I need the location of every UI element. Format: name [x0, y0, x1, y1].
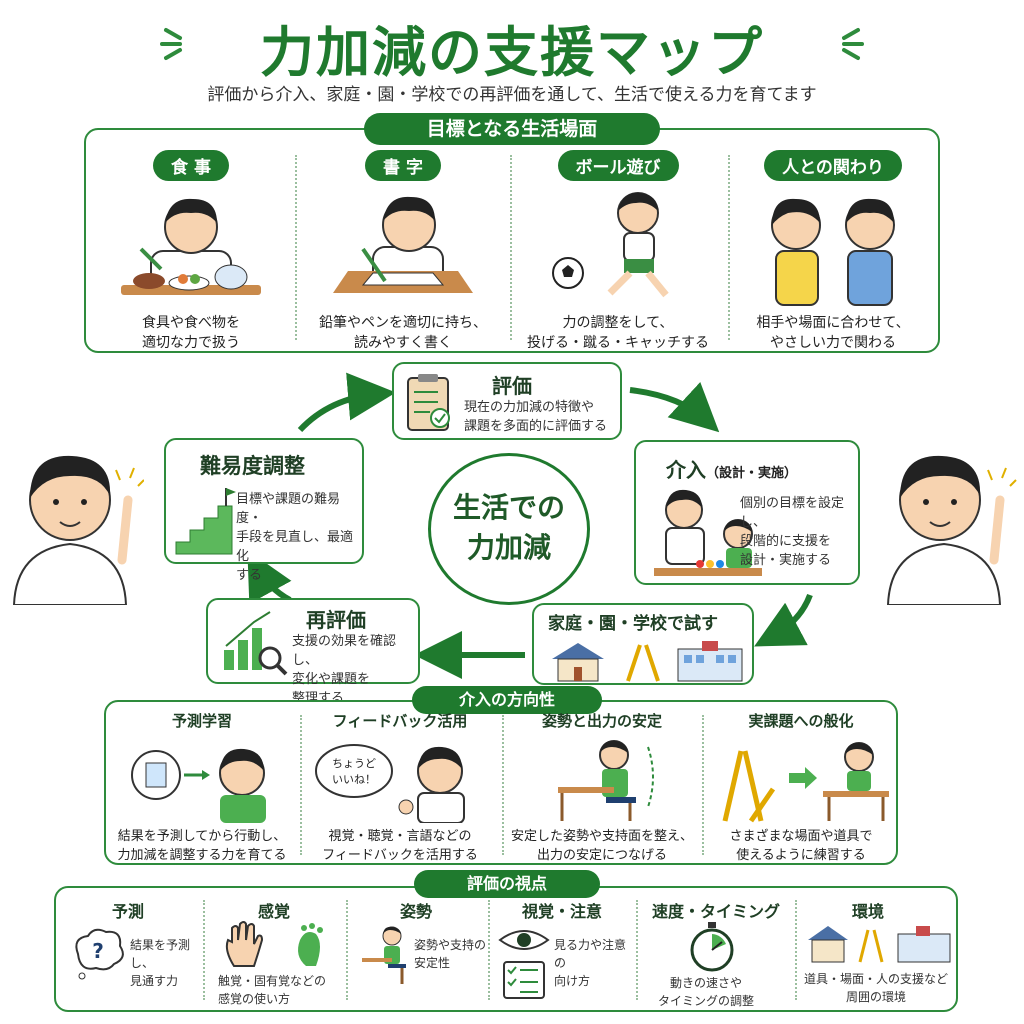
goal-label: 書 字: [365, 150, 441, 181]
evaluation-title: 評価: [492, 374, 532, 398]
intervention-text: 個別の目標を設定し、 段階的に支援を 設計・実施する: [740, 496, 845, 568]
viewpoint-text: 触覚・固有覚などの 感覚の使い方: [218, 974, 327, 1006]
direction-caption: 安定した姿勢や支持面を整え、 出力の安定につなげる: [510, 829, 693, 863]
svg-text:ちょうど: ちょうど: [332, 757, 376, 770]
generalization-illustration: [722, 742, 889, 823]
sparkle-right-icon: [842, 28, 864, 60]
viewpoints-heading: 評価の視点: [414, 870, 600, 898]
hand-foot-icon: [225, 921, 323, 967]
page-subtitle: 評価から介入、家庭・園・学校での再評価を通して、生活で使える力を育てます: [207, 85, 817, 105]
direction-title: フィードバック活用: [332, 712, 468, 730]
intervention-title: 介入: [666, 458, 706, 482]
direction-title: 姿勢と出力の安定: [541, 712, 662, 730]
stairs-flag-icon: [175, 488, 236, 555]
eye-checklist-icon: [498, 930, 550, 999]
posture-illustration: [558, 740, 654, 821]
sparkle-left-icon: [160, 28, 182, 60]
viewpoint-title: 視覚・注意: [522, 902, 603, 921]
viewpoint-title: 予測: [112, 902, 145, 921]
prediction-illustration: [131, 748, 266, 823]
goal-eating: 食 事 食具や食べ物を 適切な力で扱う: [86, 150, 296, 353]
difficulty-title: 難易度調整: [200, 454, 305, 478]
divider: [300, 715, 302, 855]
stopwatch-icon: [690, 922, 734, 972]
divider: [488, 900, 490, 1000]
goal-caption: 相手や場面に合わせて、 やさしい力で関わる: [756, 315, 910, 351]
writing-illustration: [333, 196, 473, 293]
intervention-heading: 介入（設計・実施）: [666, 454, 797, 483]
viewpoint-text: 姿勢や支持の 安定性: [414, 938, 487, 970]
chart-magnifier-icon: [224, 611, 288, 676]
goal-ball-play: ボール遊び 力の調整をして、 投げる・蹴る・キャッチする: [513, 150, 723, 353]
divider: [502, 715, 504, 855]
ball-play-illustration: [552, 192, 669, 298]
viewpoint-text: 動きの速さや タイミングの調整: [658, 976, 755, 1008]
viewpoint-title: 感覚: [258, 902, 291, 921]
home-school-icons: [552, 641, 743, 682]
interaction-illustration: [771, 198, 895, 306]
direction-prediction: 予測学習 結果を予測してから行動し、 力加減を調整する力を育てる: [107, 710, 297, 865]
direction-caption: さまざまな場面や道具で 使えるように練習する: [729, 829, 873, 863]
clipboard-icon: [407, 374, 450, 431]
direction-title: 予測学習: [171, 712, 232, 730]
direction-title: 実課題への般化: [748, 712, 854, 730]
reevaluation-box: 再評価 支援の効果を確認し、 変化や課題を 整理する: [206, 598, 420, 706]
intervention-box: 介入（設計・実施） 個別の目標を設定し、 段階的に支援を 設計・実施する: [634, 440, 860, 585]
viewpoint-text: 見る力や注意の 向け方: [554, 938, 627, 988]
goal-label: 食 事: [153, 150, 229, 181]
thought-bubble-icon: ?: [75, 928, 124, 980]
goals-heading: 目標となる生活場面: [364, 113, 660, 145]
viewpoint-title: 姿勢: [400, 902, 433, 921]
evaluation-box: 評価 現在の力加減の特徴や 課題を多面的に評価する: [392, 362, 622, 440]
goal-label: 人との関わり: [764, 150, 902, 181]
center-line1: 生活での: [452, 491, 565, 524]
direction-generalization: 実課題への般化 さまざまな場面や道具で 使えるように練習する: [706, 710, 896, 865]
viewpoint-title: 環境: [852, 902, 885, 921]
teacher-left-illustration: [12, 455, 144, 605]
divider: [702, 715, 704, 855]
cycle-arrows: [247, 372, 813, 679]
direction-caption: 結果を予測してから行動し、 力加減を調整する力を育てる: [117, 829, 287, 863]
goal-interaction: 人との関わり 相手や場面に合わせて、 やさしい力で関わる: [728, 150, 938, 353]
difficulty-text: 目標や課題の難易度・ 手段を見直し、最適化 する: [236, 492, 354, 583]
center-line2: 力加減: [466, 531, 551, 564]
goal-writing: 書 字 鉛筆やペンを適切に持ち、 読みやすく書く: [298, 150, 508, 353]
divider: [295, 155, 297, 340]
feedback-illustration: ちょうど いいね！: [315, 744, 465, 823]
sitting-child-icon: [362, 926, 406, 984]
trial-title: 家庭・園・学校で試す: [548, 614, 718, 634]
trial-box: 家庭・園・学校で試す: [532, 603, 754, 685]
divider: [203, 900, 205, 1000]
divider: [346, 900, 348, 1000]
divider: [510, 155, 512, 340]
viewpoint-text: 道具・場面・人の支援など 周囲の環境: [804, 972, 949, 1004]
direction-caption: 視覚・聴覚・言語などの フィードバックを活用する: [322, 829, 478, 863]
direction-posture: 姿勢と出力の安定 安定した姿勢や支持面を整え、 出力の安定につなげる: [507, 710, 697, 865]
reevaluation-text: 支援の効果を確認し、 変化や課題を 整理する: [292, 634, 397, 706]
divider: [728, 155, 730, 340]
page-title: 力加減の支援マップ: [260, 21, 764, 84]
goal-caption: 食具や食べ物を 適切な力で扱う: [142, 315, 240, 351]
direction-feedback: フィードバック活用 ちょうど いいね！ 視覚・聴覚・言語などの フィードバックを…: [305, 710, 495, 865]
difficulty-box: 難易度調整 目標や課題の難易度・ 手段を見直し、最適化 する: [164, 438, 364, 583]
reevaluation-title: 再評価: [306, 608, 366, 632]
eating-illustration: [121, 198, 261, 295]
direction-heading: 介入の方向性: [412, 686, 602, 714]
environment-icons: [808, 926, 951, 963]
svg-text:いいね！: いいね！: [332, 773, 376, 786]
svg-text:?: ?: [92, 939, 104, 963]
goal-label: ボール遊び: [557, 150, 679, 181]
viewpoint-title: 速度・タイミング: [652, 902, 781, 921]
intervention-illustration: [654, 489, 762, 576]
viewpoint-text: 結果を予測し、 見通す力: [130, 938, 191, 988]
goal-caption: 鉛筆やペンを適切に持ち、 読みやすく書く: [319, 315, 487, 351]
intervention-subtitle: （設計・実施）: [706, 466, 798, 481]
divider: [795, 900, 797, 1000]
divider: [636, 900, 638, 1000]
center-circle: 生活での 力加減: [428, 453, 590, 605]
evaluation-text: 現在の力加減の特徴や 課題を多面的に評価する: [464, 400, 608, 434]
teacher-right-illustration: [886, 455, 1017, 605]
goal-caption: 力の調整をして、 投げる・蹴る・キャッチする: [527, 315, 709, 351]
